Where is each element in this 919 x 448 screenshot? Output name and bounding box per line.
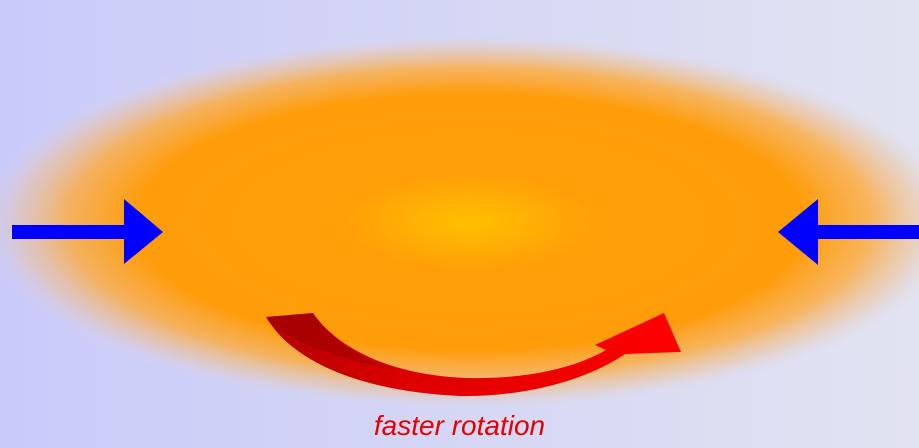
rotation-caption: faster rotation <box>0 410 919 442</box>
